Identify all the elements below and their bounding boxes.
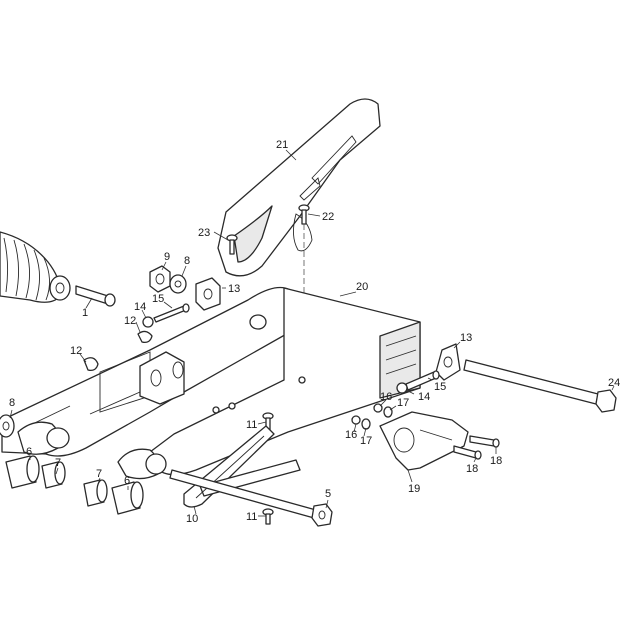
callout-14-top: 14 — [134, 301, 146, 313]
nut-16-left — [351, 415, 361, 425]
callout-10: 10 — [186, 513, 198, 525]
swingarm — [1, 286, 421, 480]
callout-8-top: 8 — [184, 255, 190, 267]
callout-16-right: 16 — [380, 391, 392, 403]
chain-adjuster-13-right — [435, 343, 461, 381]
bolt-1 — [75, 285, 116, 307]
nut-14-right — [396, 382, 408, 394]
callout-18-bottom: 18 — [466, 463, 478, 475]
callout-15-top: 15 — [152, 293, 164, 305]
bushing-7-left — [41, 461, 66, 489]
callout-17-right: 17 — [397, 397, 409, 409]
callout-13-top: 13 — [228, 283, 240, 295]
screw-22 — [298, 204, 310, 225]
callout-7-left: 7 — [55, 457, 61, 469]
callout-12-top: 12 — [124, 315, 136, 327]
callout-5: 5 — [325, 488, 331, 500]
washer-17-left — [361, 418, 371, 430]
bolt-15-top — [153, 303, 190, 323]
callout-13-right: 13 — [460, 332, 472, 344]
callout-22: 22 — [322, 211, 334, 223]
chain-adjuster-13-top — [195, 277, 221, 311]
callout-23: 23 — [198, 227, 210, 239]
clip-12-top — [137, 330, 153, 344]
washer-8-left — [0, 414, 15, 438]
bushing-6-left — [5, 455, 40, 489]
bolt-18-bottom — [453, 445, 482, 460]
callout-labels: 1 5 6 6 7 7 8 8 9 10 11 11 12 12 13 13 1… — [9, 139, 620, 525]
bolt-15-right — [405, 370, 440, 391]
bolt-18-top — [469, 435, 500, 448]
callout-17-left: 17 — [360, 435, 372, 447]
chain-guard — [217, 98, 381, 277]
nut-9 — [149, 265, 171, 293]
bushing-7-right — [83, 479, 108, 507]
caliper-bracket — [379, 411, 469, 471]
callout-15-right: 15 — [434, 381, 446, 393]
rear-axle — [463, 359, 617, 413]
callout-12-left: 12 — [70, 345, 82, 357]
screw-23 — [226, 234, 238, 255]
callout-21: 21 — [276, 139, 288, 151]
nut-14-top — [142, 316, 154, 328]
rear-shock-absorber — [0, 231, 71, 303]
callout-1: 1 — [82, 307, 88, 319]
callout-20: 20 — [356, 281, 368, 293]
callout-11-top: 11 — [246, 419, 257, 431]
callout-8-left: 8 — [9, 397, 15, 409]
callout-14-right: 14 — [418, 391, 430, 403]
callout-24: 24 — [608, 377, 620, 389]
screw-11-bottom — [262, 508, 274, 525]
callout-6-right: 6 — [124, 475, 130, 487]
callout-16-left: 16 — [345, 429, 357, 441]
pivot-bolt — [169, 469, 333, 527]
leader-lines — [9, 149, 615, 517]
callout-9: 9 — [164, 251, 170, 263]
bushing-6-right — [111, 481, 144, 515]
callout-7-right: 7 — [96, 468, 102, 480]
callout-19: 19 — [408, 483, 420, 495]
washer-17-right — [383, 406, 393, 418]
callout-18-top: 18 — [490, 455, 502, 467]
callout-11-bottom: 11 — [246, 511, 257, 523]
washer-8-top — [169, 274, 187, 294]
clip-12-left — [83, 357, 99, 372]
callout-6-left: 6 — [26, 446, 32, 458]
